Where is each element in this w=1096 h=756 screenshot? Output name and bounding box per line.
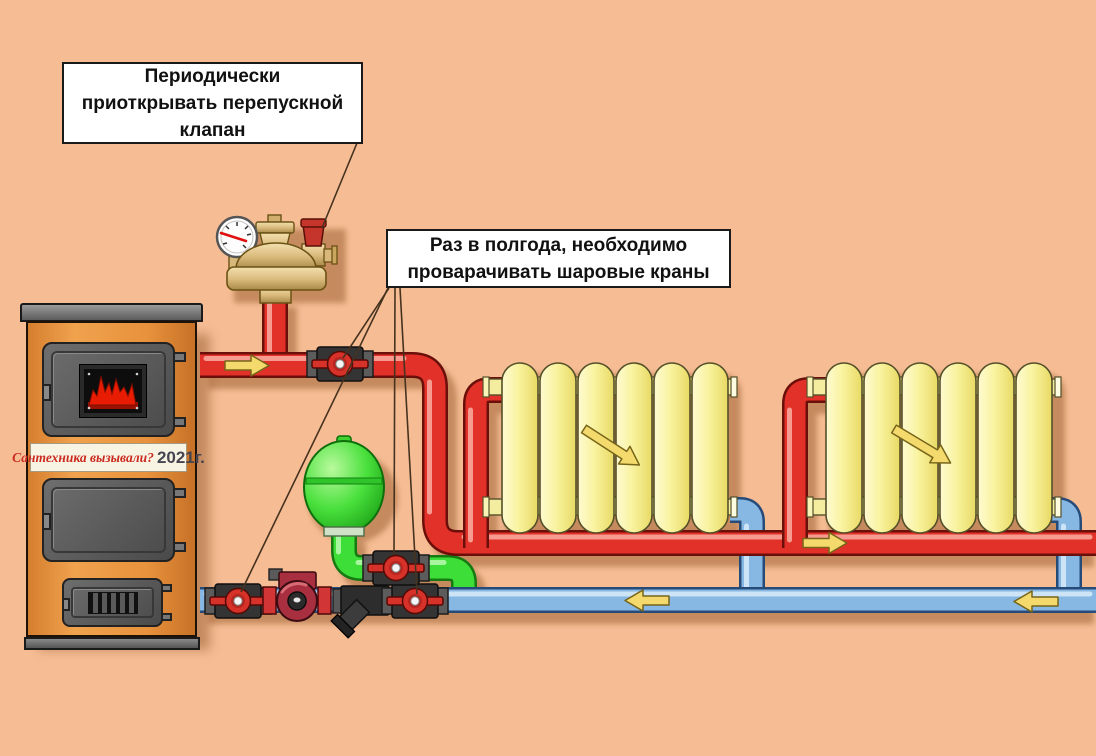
note-line: Раз в полгода, необходимо xyxy=(429,234,688,256)
boiler-firebox-door xyxy=(42,342,186,437)
ball-valve-expansion-line xyxy=(362,550,430,586)
door-hinge xyxy=(173,417,186,427)
boiler-label-year: 2021г. xyxy=(156,447,205,467)
vent-slots xyxy=(88,592,138,614)
note-bypass-valve: Периодически приоткрывать перепускной кл… xyxy=(62,62,363,144)
door-handle xyxy=(42,384,51,401)
note-line: Периодически xyxy=(144,65,281,87)
door-hinge xyxy=(173,352,186,362)
ball-valve-return-at-boiler xyxy=(204,583,272,619)
ball-valve-supply xyxy=(306,346,374,382)
fire-window xyxy=(80,365,146,417)
door-hinge xyxy=(161,613,172,621)
note-line: клапан xyxy=(179,119,246,141)
ball-valve-return-after-strainer xyxy=(381,583,449,619)
door-hinge xyxy=(173,488,186,498)
door-hinge xyxy=(161,584,172,592)
boiler-label-text: Сантехника вызывали? xyxy=(12,449,154,465)
pressure-gauge-icon xyxy=(215,215,259,270)
note-ball-valves: Раз в полгода, необходимо проварачивать … xyxy=(386,229,731,288)
door-handle xyxy=(62,598,70,611)
door-hinge xyxy=(173,542,186,552)
note-line: проварачивать шаровые краны xyxy=(407,261,710,283)
note-line: приоткрывать перепускной xyxy=(81,92,344,114)
boiler-brand-label: Сантехника вызывали? 2021г. xyxy=(12,443,205,472)
door-handle xyxy=(42,513,51,530)
expansion-tank xyxy=(303,435,385,537)
circulation-pump xyxy=(262,568,332,622)
boiler-ash-door xyxy=(62,578,172,627)
flame-icon xyxy=(84,369,142,413)
boiler-base xyxy=(24,637,200,650)
callout-leader-lines xyxy=(240,142,418,595)
boiler-loading-door xyxy=(42,478,186,562)
boiler-safety-group xyxy=(215,214,338,304)
